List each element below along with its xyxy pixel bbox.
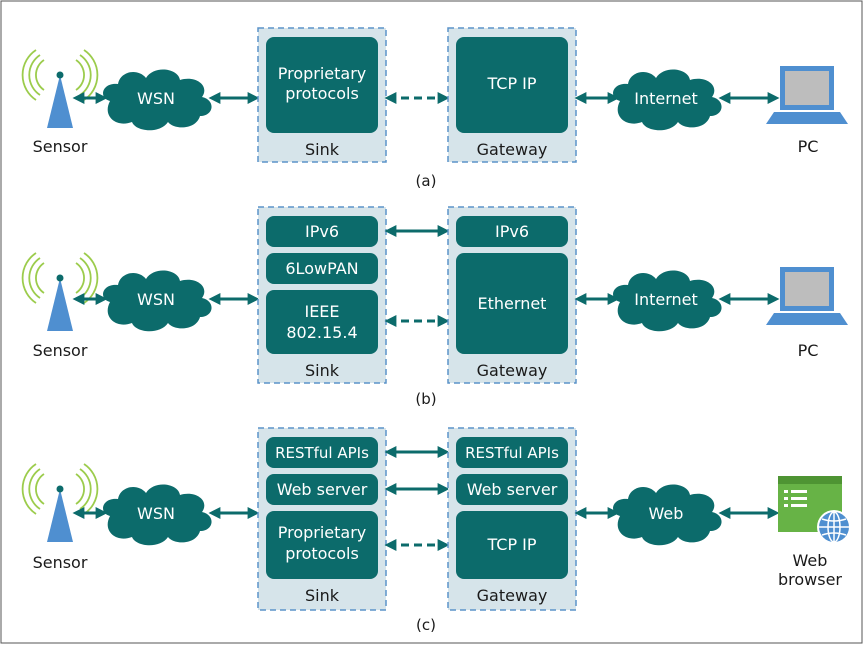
gateway-block-ethernet <box>456 253 568 354</box>
caption-c: (c) <box>416 616 436 634</box>
sink-block-label: protocols <box>285 544 359 563</box>
sensor-label: Sensor <box>33 137 88 156</box>
gateway-label: Gateway <box>477 586 548 605</box>
sink-block-ieee802154 <box>266 290 378 354</box>
gateway-block-ipv6 <box>456 216 568 247</box>
row-c: Sensor WSN RESTful APIs Web server Propr… <box>21 427 851 634</box>
sink-block-label: IEEE <box>304 302 339 321</box>
wsn-cloud-label: WSN <box>137 504 175 523</box>
sink-label: Sink <box>305 140 340 159</box>
sink-block-proprietary <box>266 511 378 579</box>
internet-cloud-label: Internet <box>634 89 698 108</box>
sink-label: Sink <box>305 361 340 380</box>
caption-b: (b) <box>415 390 436 408</box>
sensor-antenna-icon <box>21 463 99 542</box>
sink-block-label: Proprietary <box>278 523 367 542</box>
web-cloud-label: Web <box>649 504 684 523</box>
gateway-block-label: Ethernet <box>478 294 547 313</box>
sink-block-label: Web server <box>277 480 368 499</box>
sink-block-6lowpan <box>266 253 378 284</box>
gateway-block-restful <box>456 437 568 468</box>
sink-block-restful <box>266 437 378 468</box>
sensor-label: Sensor <box>33 341 88 360</box>
laptop-icon <box>766 66 848 124</box>
gateway-block-label: RESTful APIs <box>465 444 559 462</box>
caption-a: (a) <box>416 172 437 190</box>
wsn-cloud-label: WSN <box>137 89 175 108</box>
sensor-antenna-icon <box>21 252 99 331</box>
wsn-cloud-label: WSN <box>137 290 175 309</box>
row-b: Sensor WSN IPv6 6LowPAN IEEE 802.15.4 Si… <box>21 206 848 408</box>
sink-block-label: Proprietary <box>278 64 367 83</box>
gateway-block-label: TCP IP <box>486 535 536 554</box>
web-browser-globe-icon <box>778 476 851 544</box>
sink-block-ipv6 <box>266 216 378 247</box>
pc-label: PC <box>798 137 819 156</box>
row-a: Sensor WSN Proprietary protocols Sink TC… <box>21 27 848 190</box>
gateway-label: Gateway <box>477 361 548 380</box>
gateway-block-label: TCP IP <box>486 74 536 93</box>
sink-block-label: 6LowPAN <box>285 259 358 278</box>
web-browser-label: browser <box>778 570 842 589</box>
sensor-antenna-icon <box>21 49 99 128</box>
pc-label: PC <box>798 341 819 360</box>
sink-block-webserver <box>266 474 378 505</box>
sink-label: Sink <box>305 586 340 605</box>
laptop-icon <box>766 267 848 325</box>
gateway-block-label: IPv6 <box>495 222 529 241</box>
internet-cloud-label: Internet <box>634 290 698 309</box>
gateway-block-tcpip <box>456 37 568 133</box>
gateway-block-label: Web server <box>467 480 558 499</box>
gateway-block-tcpip <box>456 511 568 579</box>
sink-block-proprietary <box>266 37 378 133</box>
sensor-label: Sensor <box>33 553 88 572</box>
sink-block-label: IPv6 <box>305 222 339 241</box>
gateway-label: Gateway <box>477 140 548 159</box>
web-browser-label: Web <box>793 551 828 570</box>
sink-block-label: protocols <box>285 84 359 103</box>
sink-block-label: RESTful APIs <box>275 444 369 462</box>
gateway-block-webserver <box>456 474 568 505</box>
sink-block-label: 802.15.4 <box>286 323 357 342</box>
